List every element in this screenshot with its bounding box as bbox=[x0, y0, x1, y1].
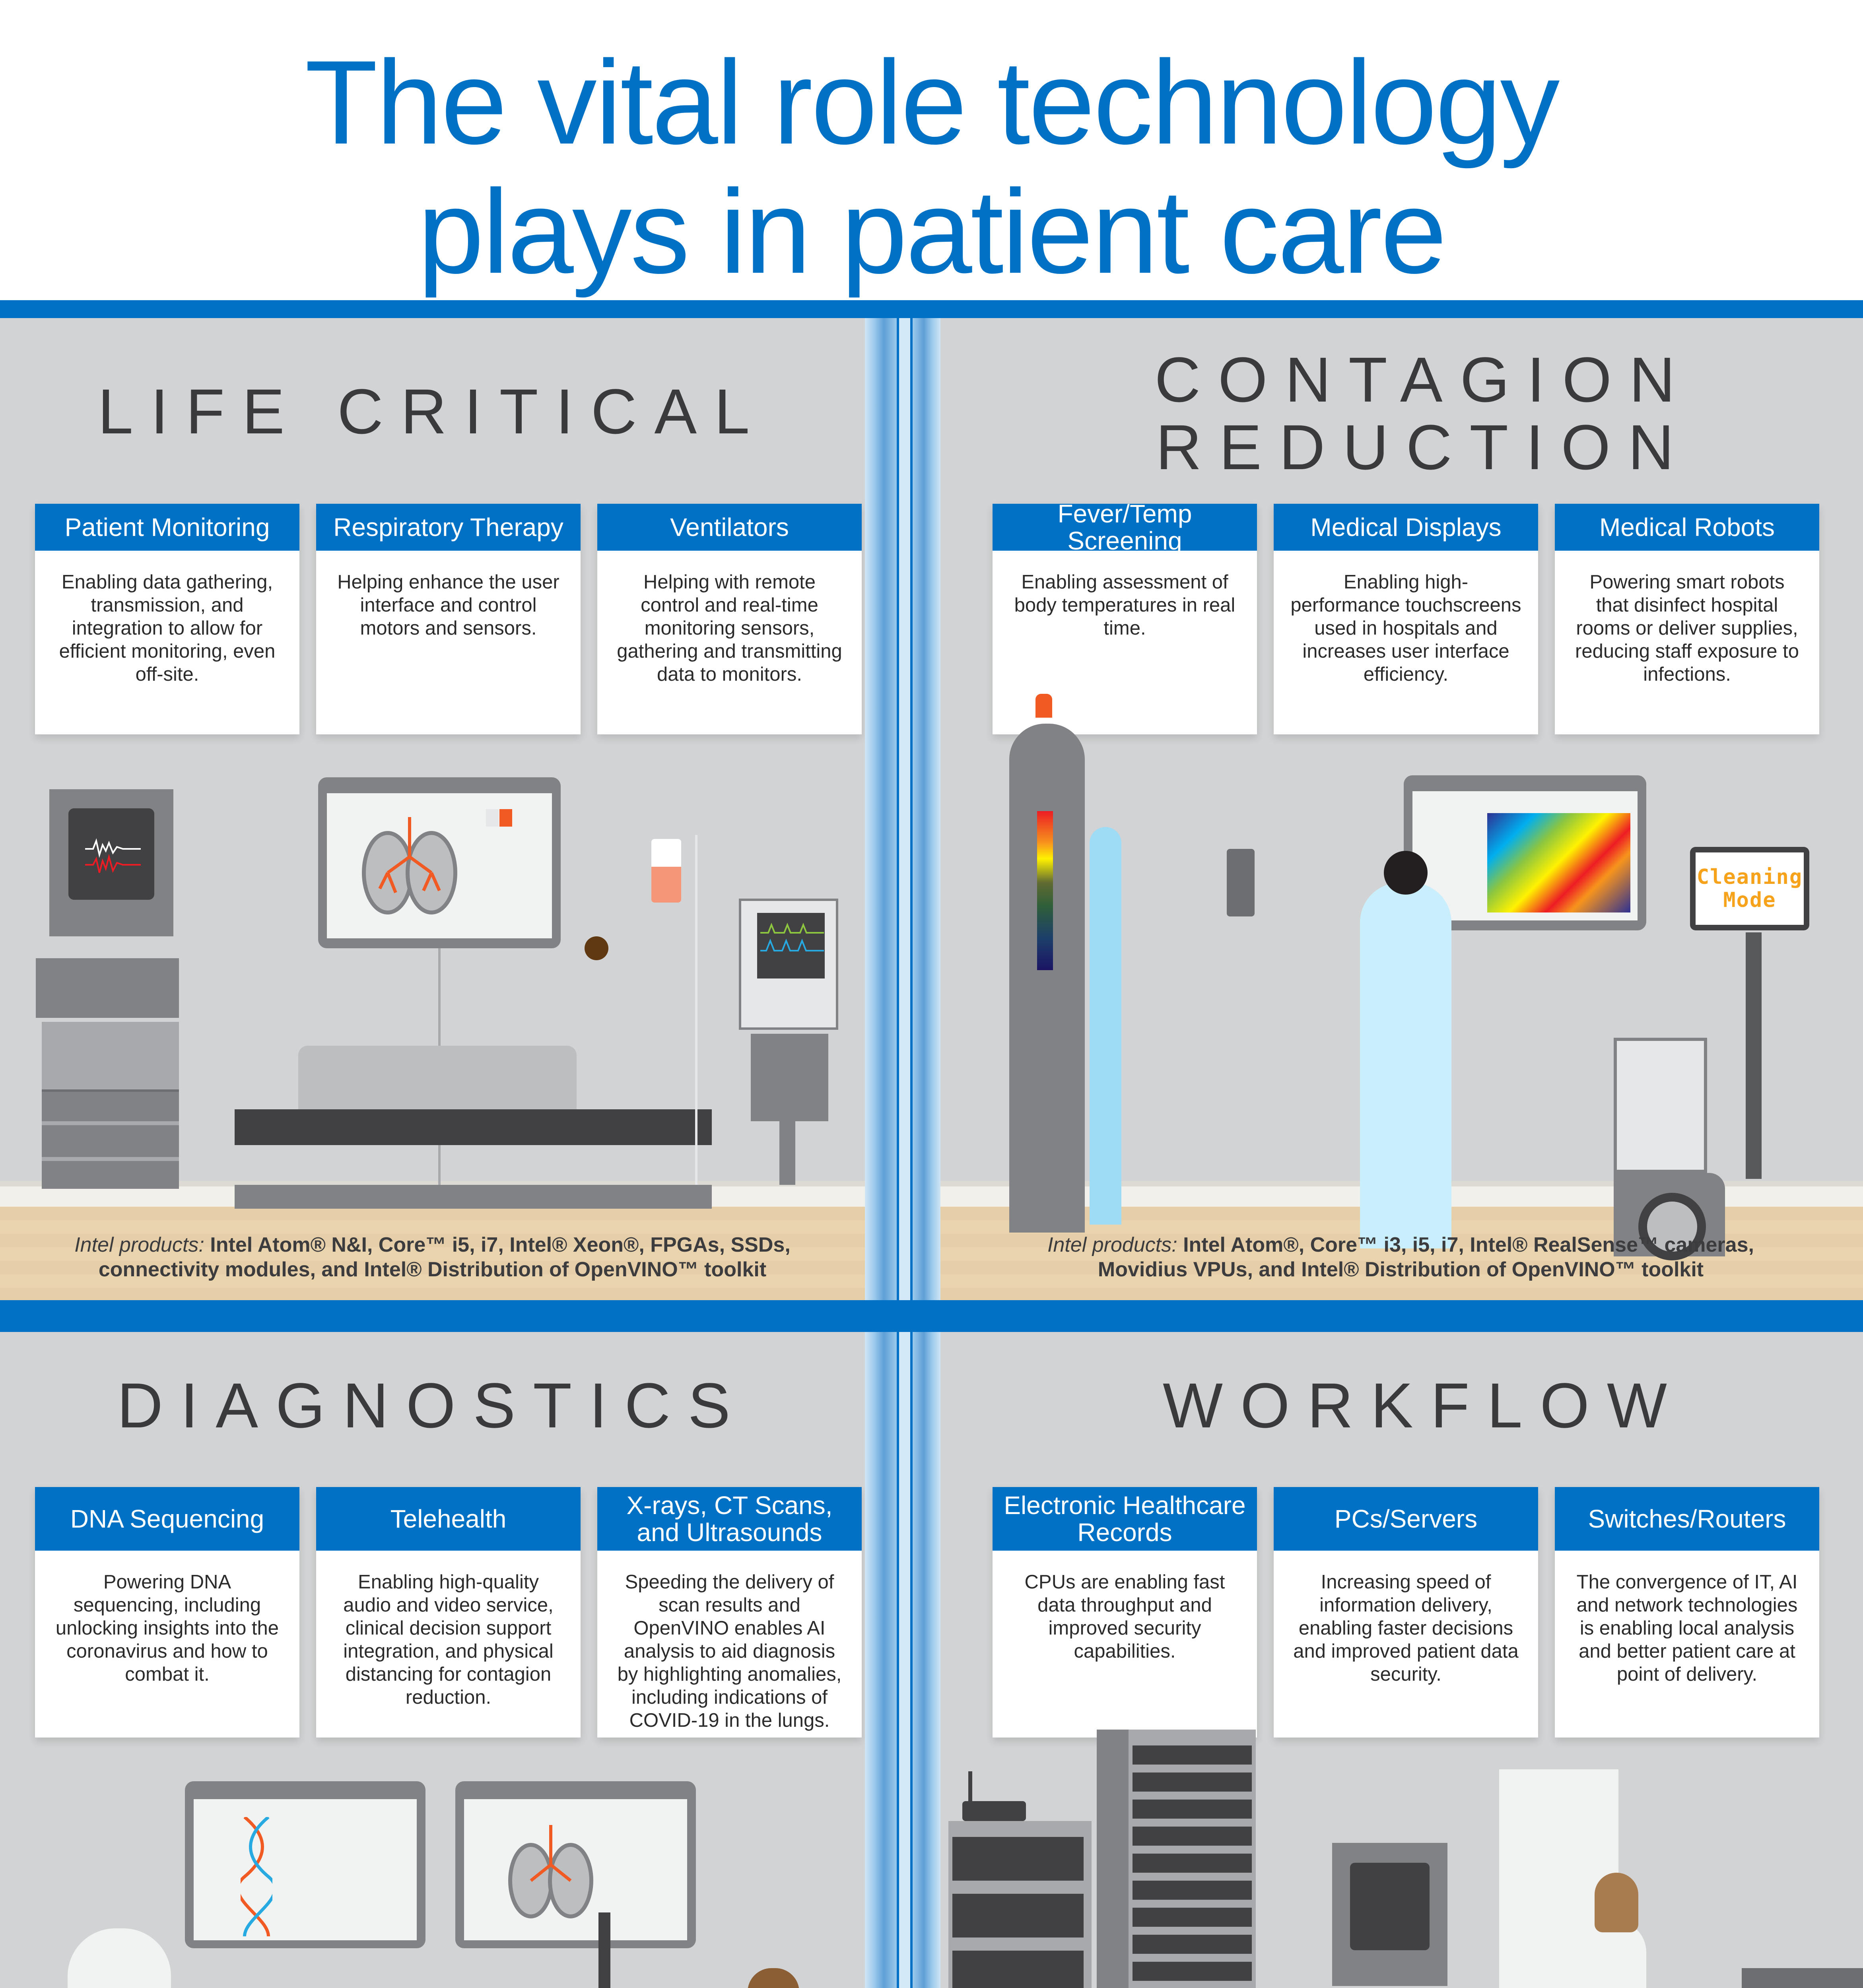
section-workflow: WORKFLOW Electronic Healthcare Records C… bbox=[938, 1332, 1863, 1988]
card-heading: DNA Sequencing bbox=[35, 1487, 299, 1551]
card-switches-routers: Switches/Routers The convergence of IT, … bbox=[1555, 1487, 1819, 1738]
card-ventilators: Ventilators Helping with remote control … bbox=[597, 504, 862, 734]
card-heading: Fever/Temp Screening bbox=[993, 500, 1257, 554]
ventilator-monitor-icon bbox=[739, 899, 838, 1030]
section-contagion-reduction: CONTAGION REDUCTION Fever/Temp Screening… bbox=[938, 318, 1863, 1300]
bed-mattress bbox=[298, 1046, 577, 1109]
card-heading: Patient Monitoring bbox=[35, 504, 299, 551]
section-title: DIAGNOSTICS bbox=[117, 1370, 748, 1441]
card-telehealth: Telehealth Enabling high-quality audio a… bbox=[316, 1487, 581, 1738]
thermal-display-icon bbox=[1404, 775, 1646, 930]
lung-display-icon bbox=[318, 777, 561, 948]
card-electronic-healthcare-records: Electronic Healthcare Records CPUs are e… bbox=[993, 1487, 1257, 1738]
card-heading: X-rays, CT Scans, and Ultrasounds bbox=[597, 1487, 862, 1551]
card-heading: Telehealth bbox=[316, 1487, 581, 1551]
section-life-critical: LIFE CRITICAL Patient Monitoring Enablin… bbox=[0, 318, 865, 1300]
tablet-monitor-icon bbox=[1227, 849, 1255, 916]
card-dna-sequencing: DNA Sequencing Powering DNA sequencing, … bbox=[35, 1487, 299, 1738]
card-heading: Ventilators bbox=[597, 504, 862, 551]
card-pcs-servers: PCs/Servers Increasing speed of informat… bbox=[1274, 1487, 1538, 1738]
products-lead: Intel products: bbox=[1047, 1233, 1177, 1256]
dna-display-icon bbox=[185, 1781, 425, 1948]
floor bbox=[0, 1207, 865, 1300]
alarm-light-icon bbox=[1035, 694, 1052, 718]
card-body: Helping enhance the user interface and c… bbox=[337, 571, 559, 639]
heatmap-image bbox=[1487, 813, 1630, 912]
device-drawer bbox=[36, 958, 179, 1018]
robot-pole bbox=[1746, 932, 1762, 1179]
card-heading: Respiratory Therapy bbox=[316, 504, 581, 551]
card-heading: Electronic Healthcare Records bbox=[993, 1487, 1257, 1551]
staff-member-icon bbox=[1360, 883, 1451, 1248]
card-heading: Medical Robots bbox=[1555, 504, 1819, 551]
patient-icon bbox=[585, 936, 608, 960]
hospital-bed-icon bbox=[235, 1185, 712, 1209]
desktop-monitor-icon bbox=[598, 1912, 610, 1988]
medical-robot-icon bbox=[1614, 1038, 1707, 1173]
iv-pole bbox=[695, 835, 697, 1185]
card-body: The convergence of IT, AI and network te… bbox=[1576, 1571, 1798, 1685]
bed-frame bbox=[235, 1109, 712, 1145]
server-rack-icon bbox=[948, 1821, 1092, 1988]
sign-line-2: Mode bbox=[1723, 888, 1776, 912]
card-body: Enabling data gathering, transmission, a… bbox=[59, 571, 276, 685]
section-diagnostics: DIAGNOSTICS DNA Sequencing Powering DNA … bbox=[0, 1332, 865, 1988]
router-antenna bbox=[968, 1771, 972, 1817]
intel-products-text: Intel products: Intel Atom® N&I, Core™ i… bbox=[74, 1233, 791, 1281]
card-medical-robots: Medical Robots Powering smart robots tha… bbox=[1555, 504, 1819, 734]
lung-scan-display-icon bbox=[455, 1781, 696, 1948]
section-title: LIFE CRITICAL bbox=[97, 376, 767, 447]
top-divider-bar bbox=[0, 300, 1863, 318]
card-body: Increasing speed of information delivery… bbox=[1293, 1571, 1519, 1685]
ecg-monitor-icon bbox=[49, 789, 173, 936]
title-area: The vital role technology plays in patie… bbox=[0, 0, 1863, 300]
card-body: Enabling high-performance touchscreens u… bbox=[1290, 571, 1521, 685]
curtain-divider-top bbox=[865, 318, 940, 1300]
card-body: Powering smart robots that disinfect hos… bbox=[1575, 571, 1799, 685]
page-title-line-1: The vital role technology bbox=[305, 35, 1560, 169]
card-body: Enabling assessment of body temperatures… bbox=[1014, 571, 1236, 639]
page-title: The vital role technology plays in patie… bbox=[0, 38, 1863, 296]
card-body: Powering DNA sequencing, including unloc… bbox=[55, 1571, 279, 1685]
desk-monitor-icon bbox=[1742, 1968, 1863, 1988]
section-title: WORKFLOW bbox=[1163, 1370, 1684, 1441]
staff-member-icon bbox=[1090, 827, 1121, 1225]
card-xrays-ct-ultrasounds: X-rays, CT Scans, and Ultrasounds Speedi… bbox=[597, 1487, 862, 1738]
storage-cart-icon bbox=[42, 1022, 179, 1189]
wireless-router-icon bbox=[962, 1801, 1026, 1821]
section-title-line-1: CONTAGION bbox=[1154, 344, 1693, 415]
products-lead: Intel products: bbox=[74, 1233, 204, 1256]
card-fever-temp-screening: Fever/Temp Screening Enabling assessment… bbox=[993, 500, 1257, 734]
card-body: Speeding the delivery of scan results an… bbox=[617, 1571, 842, 1731]
section-title: CONTAGION REDUCTION bbox=[986, 346, 1861, 481]
curtain-divider-bottom bbox=[865, 1332, 940, 1988]
section-title-line-2: REDUCTION bbox=[1156, 412, 1692, 483]
temperature-scanner-icon bbox=[1009, 724, 1085, 1233]
card-body: Helping with remote control and real-tim… bbox=[617, 571, 842, 685]
card-heading: Medical Displays bbox=[1274, 504, 1538, 551]
staff-head bbox=[1384, 851, 1428, 895]
server-tower-icon bbox=[1097, 1730, 1256, 1988]
ventilator-unit bbox=[751, 1034, 828, 1121]
page-title-line-2: plays in patient care bbox=[418, 165, 1447, 298]
card-heading: Switches/Routers bbox=[1555, 1487, 1819, 1551]
card-body: Enabling high-quality audio and video se… bbox=[343, 1571, 554, 1708]
card-body: CPUs are enabling fast data throughput a… bbox=[1024, 1571, 1225, 1662]
intel-products-text: Intel products: Intel Atom®, Core™ i3, i… bbox=[1047, 1233, 1754, 1281]
lab-scientist-icon bbox=[68, 1928, 171, 1988]
card-heading: PCs/Servers bbox=[1274, 1487, 1538, 1551]
doctor-head bbox=[1595, 1873, 1638, 1932]
card-patient-monitoring: Patient Monitoring Enabling data gatheri… bbox=[35, 504, 299, 734]
cleaning-mode-sign: Cleaning Mode bbox=[1690, 847, 1809, 930]
card-respiratory-therapy: Respiratory Therapy Helping enhance the … bbox=[316, 504, 581, 734]
doctor-head bbox=[748, 1968, 799, 1988]
workstation-monitor-icon bbox=[1332, 1843, 1447, 1986]
middle-divider-bar bbox=[0, 1300, 1863, 1332]
iv-bag-icon bbox=[651, 839, 681, 903]
sign-line-1: Cleaning bbox=[1696, 865, 1803, 889]
ventilator-stand bbox=[779, 1121, 795, 1185]
card-medical-displays: Medical Displays Enabling high-performan… bbox=[1274, 504, 1538, 734]
